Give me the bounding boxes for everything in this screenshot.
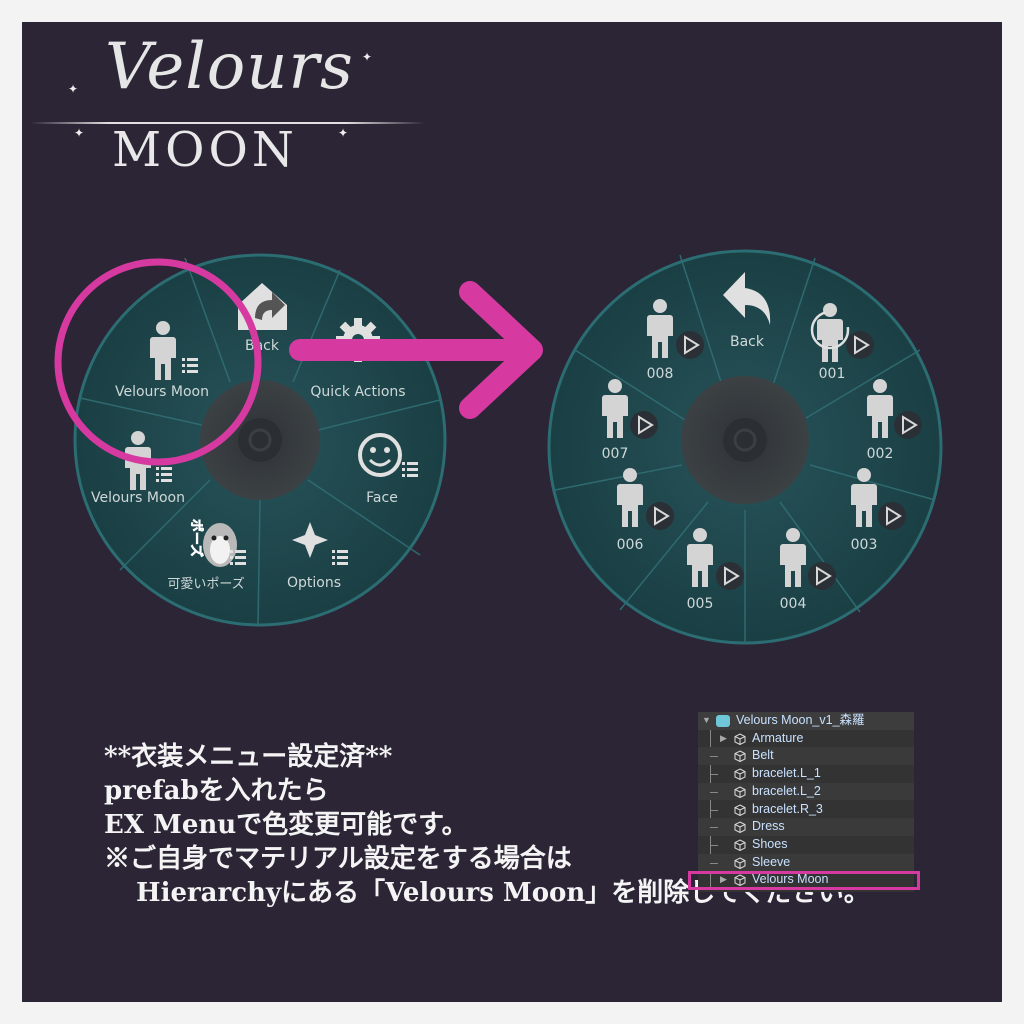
logo-script-text: Velours	[105, 30, 354, 104]
hierarchy-item-label: Dress	[752, 819, 785, 834]
hierarchy-row[interactable]: Belt	[698, 747, 914, 766]
note-line: prefabを入れたら	[104, 776, 329, 806]
cube-icon	[734, 803, 746, 816]
wheel-dividers	[554, 254, 936, 643]
menu-item-label: Back	[730, 334, 765, 350]
menu-item-003[interactable]: 003	[851, 468, 907, 553]
cube-icon	[734, 839, 746, 851]
hierarchy-row[interactable]: ▶ Velours Moon	[698, 871, 914, 889]
menu-item-006[interactable]: 006	[617, 468, 675, 553]
wheel-hub-center	[723, 418, 767, 462]
menu-item-label: Back	[245, 338, 280, 354]
cube-icon	[734, 821, 746, 834]
cube-icon	[734, 857, 746, 869]
back-arrow-icon	[723, 272, 771, 325]
sparkle-icon: ✦	[74, 126, 85, 140]
hierarchy-row[interactable]: bracelet.L_2	[698, 782, 914, 801]
sparkle-icon: ✦	[362, 50, 373, 64]
note-line: ※ご自身でマテリアル設定をする場合は	[104, 844, 572, 874]
menu-item-008[interactable]: 008	[647, 299, 705, 382]
hierarchy-row[interactable]: ▶ Armature	[698, 730, 914, 748]
menu-item-label: Quick Actions	[310, 384, 405, 400]
hierarchy-item-label: bracelet.R_3	[752, 801, 823, 816]
penguin-pose-icon	[203, 523, 246, 567]
menu-item-label: Options	[287, 575, 341, 591]
menu-item-back[interactable]: Back	[723, 272, 771, 350]
hierarchy-item-label: Shoes	[752, 836, 788, 851]
hierarchy-row[interactable]: bracelet.L_1	[698, 765, 914, 783]
hierarchy-item-label: bracelet.L_1	[752, 766, 821, 781]
menu-item-002[interactable]: 002	[867, 379, 923, 462]
menu-item-label: 004	[780, 596, 807, 612]
menu-item-label: 可愛いポーズ	[167, 576, 244, 592]
logo-caps-text: MOON	[112, 122, 298, 178]
velours-moon-logo: Velours MOON ✦ ✦ ✦ ✦	[30, 30, 430, 180]
hierarchy-item-label: Armature	[752, 730, 804, 745]
menu-item-velours-moon-upper[interactable]: Velours Moon	[115, 321, 209, 400]
menu-item-kawaii-pose[interactable]: ポーズ 可愛いポーズ	[167, 519, 246, 592]
hierarchy-row[interactable]: Dress	[698, 818, 914, 836]
cube-icon	[734, 786, 746, 798]
menu-item-face[interactable]: Face	[358, 433, 418, 506]
sparkle-icon: ✦	[68, 82, 79, 96]
hierarchy-item-label: Velours Moon_v1_森羅	[736, 713, 865, 727]
menu-item-001[interactable]: 001	[810, 303, 875, 382]
menu-item-004[interactable]: 004	[780, 528, 837, 612]
hierarchy-root-row[interactable]: ▼ Velours Moon_v1_森羅	[698, 712, 914, 730]
menu-item-label: 003	[851, 537, 878, 553]
sparkle-icon	[292, 522, 348, 565]
expand-triangle-icon[interactable]: ▼	[702, 715, 711, 725]
menu-item-label: 008	[647, 366, 674, 382]
menu-item-label: 007	[602, 446, 629, 462]
arrow-right-icon	[289, 281, 543, 419]
cube-icon	[734, 750, 746, 763]
smiley-icon	[358, 433, 418, 477]
hierarchy-panel: ▼ Velours Moon_v1_森羅 ▶ Armature Belt bra…	[698, 712, 914, 892]
prefab-icon	[716, 715, 730, 727]
sparkle-icon: ✦	[338, 126, 349, 140]
person-reset-icon	[810, 303, 875, 362]
hierarchy-item-label: Velours Moon	[752, 872, 829, 887]
menu-item-label: 001	[819, 366, 846, 382]
menu-item-005[interactable]: 005	[687, 528, 745, 612]
hierarchy-item-label: bracelet.L_2	[752, 783, 821, 798]
wheel-hub-center	[238, 418, 282, 462]
menu-item-label: 006	[617, 537, 644, 553]
menu-item-label: Velours Moon	[91, 490, 185, 506]
menu-item-007[interactable]: 007	[602, 379, 659, 462]
cube-icon	[734, 733, 746, 745]
wheel-dividers	[79, 257, 441, 626]
cube-icon	[734, 768, 746, 781]
pose-sticker-text: ポーズ	[188, 519, 204, 557]
hierarchy-item-label: Sleeve	[752, 854, 791, 869]
menu-item-label: 005	[687, 596, 714, 612]
note-line: **衣装メニュー設定済**	[104, 742, 393, 772]
expand-triangle-icon[interactable]: ▶	[720, 732, 727, 743]
radial-menu-left: Back Quick Actions Face	[54, 253, 447, 627]
logo-rule	[30, 122, 425, 124]
hierarchy-row[interactable]: Sleeve	[698, 853, 914, 872]
menu-item-label: Face	[366, 490, 398, 506]
menu-item-velours-moon-lower[interactable]: Velours Moon	[91, 431, 185, 506]
hierarchy-row[interactable]: bracelet.R_3	[698, 801, 914, 819]
hierarchy-row[interactable]: Shoes	[698, 836, 914, 854]
expand-triangle-icon[interactable]: ▶	[720, 874, 727, 885]
highlight-circle	[54, 258, 262, 466]
radial-menu-right: Back 001 002 003	[547, 249, 943, 645]
menu-item-label: Velours Moon	[115, 384, 209, 400]
note-line: EX Menuで色変更可能です。	[104, 810, 468, 840]
highlight-box	[688, 871, 920, 890]
menu-item-label: 002	[867, 446, 894, 462]
menu-item-options[interactable]: Options	[287, 522, 348, 591]
cube-icon	[734, 874, 746, 887]
hierarchy-item-label: Belt	[752, 748, 774, 763]
